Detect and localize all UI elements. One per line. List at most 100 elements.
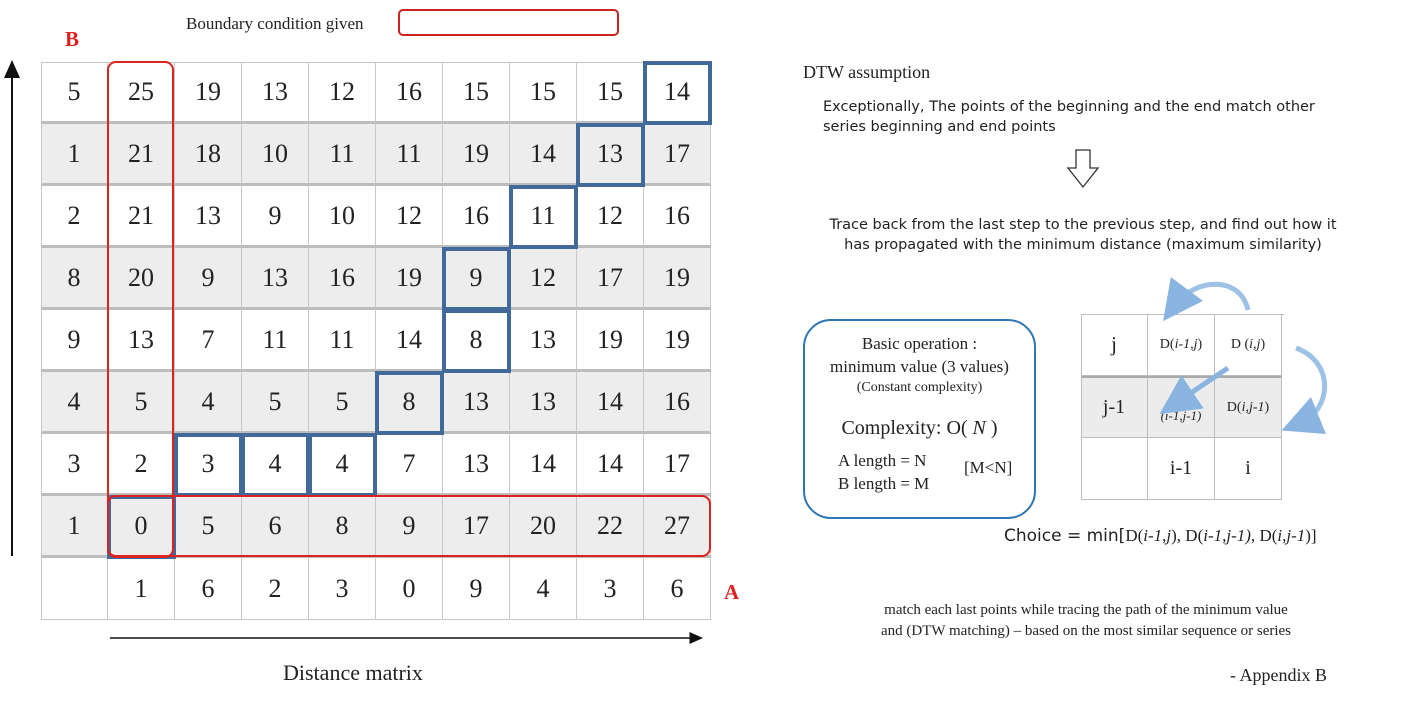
choice-term3-prefix: D( [1255, 526, 1278, 545]
matrix-cell: 12 [577, 186, 644, 248]
mini-d-i-j-close: ) [1260, 336, 1266, 352]
complexity-var: N [972, 417, 986, 439]
matrix-caption: Distance matrix [283, 660, 423, 685]
matrix-cell: 14 [510, 124, 577, 186]
matrix-cell: 14 [577, 372, 644, 434]
choice-term1-prefix: D( [1125, 526, 1144, 545]
matrix-cell: 15 [510, 62, 577, 124]
matrix-cell: 19 [376, 248, 443, 310]
matrix-cell: 25 [108, 62, 175, 124]
arrow-right-curve-icon [1281, 345, 1328, 434]
matrix-cell: 10 [242, 124, 309, 186]
matrix-cell: 9 [242, 186, 309, 248]
matrix-cell: 19 [443, 124, 510, 186]
matrix-cell: 12 [376, 186, 443, 248]
choice-end: )] [1305, 526, 1317, 545]
mini-row-jm1: j-1 [1081, 376, 1148, 438]
complexity-label: Complexity: O( N ) [803, 417, 1036, 440]
mini-d-im1-j: D(i-1,j) [1148, 314, 1215, 376]
matrix-cell: 5 [108, 372, 175, 434]
mini-d-im1-j-prefix: D( [1159, 336, 1175, 352]
recurrence-mini-grid: j D(i-1,j) D (i,j) j-1 D(i-1,j-1) D(i,j-… [1081, 314, 1284, 500]
mini-col-i: i [1215, 438, 1282, 500]
boundary-row-highlight [107, 495, 711, 557]
row-label: 4 [41, 372, 108, 434]
col-label: 3 [577, 558, 644, 620]
matrix-cell: 13 [242, 62, 309, 124]
matrix-cell: 13 [443, 434, 510, 496]
dtw-assumption-title: DTW assumption [803, 62, 931, 82]
boundary-condition-label: Boundary condition given [186, 14, 364, 33]
matrix-cell: 5 [175, 496, 242, 558]
warping-path-cell [375, 371, 444, 435]
dtw-assumption-text: Exceptionally, The points of the beginni… [823, 99, 1315, 135]
matrix-cell: 12 [309, 62, 376, 124]
matrix-cell: 13 [242, 248, 309, 310]
corner-cell [41, 558, 108, 620]
matching-line-1: match each last points while tracing the… [884, 602, 1288, 618]
trace-line-1: Trace back from the last step to the pre… [829, 217, 1337, 233]
matrix-cell: 16 [309, 248, 376, 310]
choice-term1-var: i-1,j [1143, 526, 1172, 545]
matrix-cell: 19 [175, 62, 242, 124]
basic-operation-box [803, 319, 1036, 519]
matrix-cell: 10 [309, 186, 376, 248]
matching-note: match each last points while tracing the… [806, 600, 1366, 642]
mini-d-i-jm1: D(i,j-1) [1215, 376, 1282, 438]
matrix-cell: 20 [510, 496, 577, 558]
col-label: 6 [644, 558, 711, 620]
matrix-cell: 16 [376, 62, 443, 124]
mini-d-diag: D(i-1,j-1) [1148, 376, 1215, 438]
matrix-cell: 18 [175, 124, 242, 186]
choice-label: Choice = min[ [1004, 526, 1126, 546]
matrix-cell: 5 [242, 372, 309, 434]
matrix-cell: 0 [108, 496, 175, 558]
matrix-cell: 21 [108, 186, 175, 248]
b-length: B length = M [838, 474, 930, 493]
col-label: 1 [108, 558, 175, 620]
matrix-cell: 11 [242, 310, 309, 372]
matrix-cell: 20 [108, 248, 175, 310]
warping-path-cell [576, 123, 645, 187]
matrix-cell: 17 [644, 434, 711, 496]
mini-col-im1: i-1 [1148, 438, 1215, 500]
warping-path-cell [509, 185, 578, 249]
col-label: 4 [510, 558, 577, 620]
warping-path-cell [174, 433, 243, 497]
matrix-cell: 11 [309, 310, 376, 372]
warping-path-cell [308, 433, 377, 497]
choice-term2-var: i-1,j-1), [1203, 526, 1256, 545]
matrix-cell: 9 [376, 496, 443, 558]
matrix-cell: 19 [644, 310, 711, 372]
mini-row-j: j [1081, 314, 1148, 376]
matrix-cell: 17 [577, 248, 644, 310]
mini-d-i-j-var: i,j [1249, 336, 1261, 352]
matrix-cell: 13 [108, 310, 175, 372]
arrow-top-curve-icon [1163, 277, 1251, 322]
choice-formula: Choice = min[D(i-1,j), D(i-1,j-1), D(i,j… [1004, 526, 1317, 546]
warping-path-cell [643, 61, 712, 125]
mini-empty-cell [1081, 438, 1148, 500]
mini-d-i-j: D (i,j) [1215, 314, 1282, 376]
trace-line-2: has propagated with the minimum distance… [844, 237, 1322, 253]
matrix-cell: 21 [108, 124, 175, 186]
matrix-cell: 13 [510, 310, 577, 372]
matrix-cell: 12 [510, 248, 577, 310]
mini-d-diag-top: D [1176, 391, 1186, 407]
choice-term2-prefix: ), D( [1171, 526, 1204, 545]
boundary-condition-legend-box [398, 9, 619, 36]
warping-path-cell [241, 433, 310, 497]
trace-back-text: Trace back from the last step to the pre… [805, 215, 1361, 255]
axis-a-label: A [724, 580, 740, 604]
col-label: 0 [376, 558, 443, 620]
basic-operation-complexity-note: (Constant complexity) [856, 380, 983, 395]
matrix-cell: 15 [443, 62, 510, 124]
mini-d-im1-j-close: ) [1197, 336, 1203, 352]
mini-d-i-jm1-var: i,j-1 [1241, 399, 1265, 415]
mini-d-i-jm1-close: ) [1264, 399, 1270, 415]
warping-path-cell [442, 247, 511, 311]
matrix-cell: 11 [376, 124, 443, 186]
matrix-cell: 13 [510, 372, 577, 434]
matrix-cell: 9 [175, 248, 242, 310]
down-arrow-icon [1066, 149, 1100, 189]
